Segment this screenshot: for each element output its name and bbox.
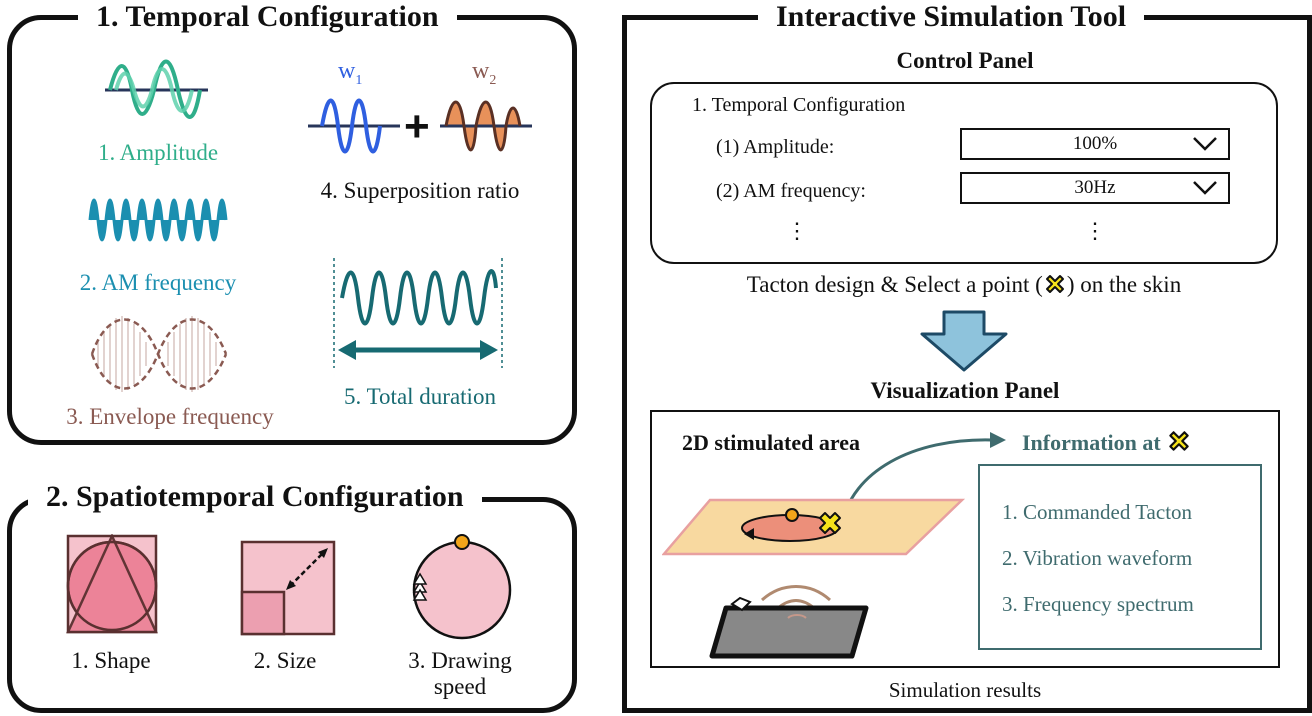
control-panel [650,82,1278,264]
am-frequency-field-label: (2) AM frequency: [716,180,866,202]
am-frequency-waveform-icon [88,198,228,242]
amplitude-field-label: (1) Amplitude: [716,136,835,158]
temporal-config-title: 1. Temporal Configuration [78,0,457,34]
stimulated-area-illustration [662,432,1006,659]
am-frequency-select[interactable]: 30Hz [960,172,1230,204]
amplitude-waveform-icon [105,59,208,119]
drawing-speed-label: 3. Drawing speed [408,648,512,699]
control-section-label: 1. Temporal Configuration [692,94,906,116]
info-title: Information at [1022,428,1192,456]
spatiotemporal-config-title: 2. Spatiotemporal Configuration [28,480,482,514]
plus-sign: + [404,102,430,151]
shape-label: 1. Shape [71,648,151,673]
amplitude-select[interactable]: 100% [960,128,1230,160]
shape-icon [66,534,158,634]
info-item-commanded-tacton: 1. Commanded Tacton [1002,500,1193,524]
down-arrow-icon [920,310,1008,372]
chevron-down-icon [1193,181,1217,195]
tacton-design-caption: Tacton design & Select a point ( ) on th… [746,272,1182,297]
size-icon [240,540,336,636]
simulation-results-caption: Simulation results [888,678,1042,702]
control-panel-title: Control Panel [896,48,1034,73]
info-box [978,464,1262,650]
total-duration-label: 5. Total duration [344,384,496,409]
drawing-speed-icon [412,534,512,640]
superposition-ratio-label: 4. Superposition ratio [320,178,520,203]
envelope-frequency-label: 3. Envelope frequency [66,404,274,429]
info-item-frequency-spectrum: 3. Frequency spectrum [1002,592,1194,616]
info-x-icon [1169,431,1189,451]
info-item-vibration-waveform: 2. Vibration waveform [1002,546,1193,570]
am-frequency-label: 2. AM frequency [79,270,237,295]
stimulated-area-label: 2D stimulated area [682,430,861,455]
visualization-panel-title: Visualization Panel [870,378,1060,403]
amplitude-label: 1. Amplitude [97,140,219,165]
chevron-down-icon [1193,137,1217,151]
envelope-frequency-waveform-icon [90,316,228,392]
visualization-panel [650,410,1280,668]
w2-label: w2 [472,58,497,88]
w1-waveform-icon [308,98,400,154]
w1-label: w1 [338,58,363,88]
select-point-x-icon [1045,275,1064,293]
total-duration-waveform-icon [333,258,503,368]
simulation-tool-title: Interactive Simulation Tool [758,0,1145,34]
w2-waveform-icon [440,100,532,152]
ellipsis-left: ⋮ [786,218,808,243]
amplitude-select-value: 100% [1072,133,1118,154]
size-label: 2. Size [253,648,317,673]
am-frequency-select-value: 30Hz [1074,177,1116,198]
ellipsis-right: ⋮ [1084,218,1106,243]
